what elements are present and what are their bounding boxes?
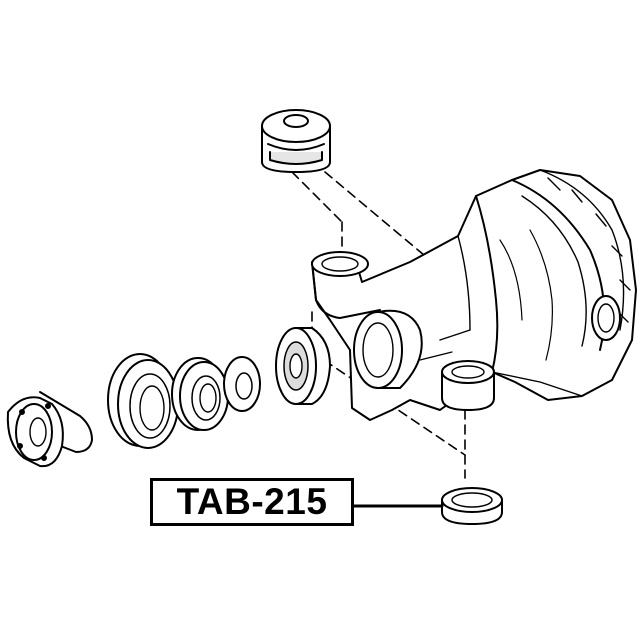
collar-spacer	[275, 327, 331, 405]
upper-mount-bushing	[261, 109, 331, 173]
oil-seal	[107, 353, 179, 449]
bearing	[171, 357, 229, 431]
washer	[223, 356, 261, 412]
companion-flange	[6, 391, 93, 468]
differential-housing	[311, 169, 637, 421]
lower-mount-bushing	[441, 487, 503, 525]
part-number-label: TAB-215	[150, 478, 354, 526]
